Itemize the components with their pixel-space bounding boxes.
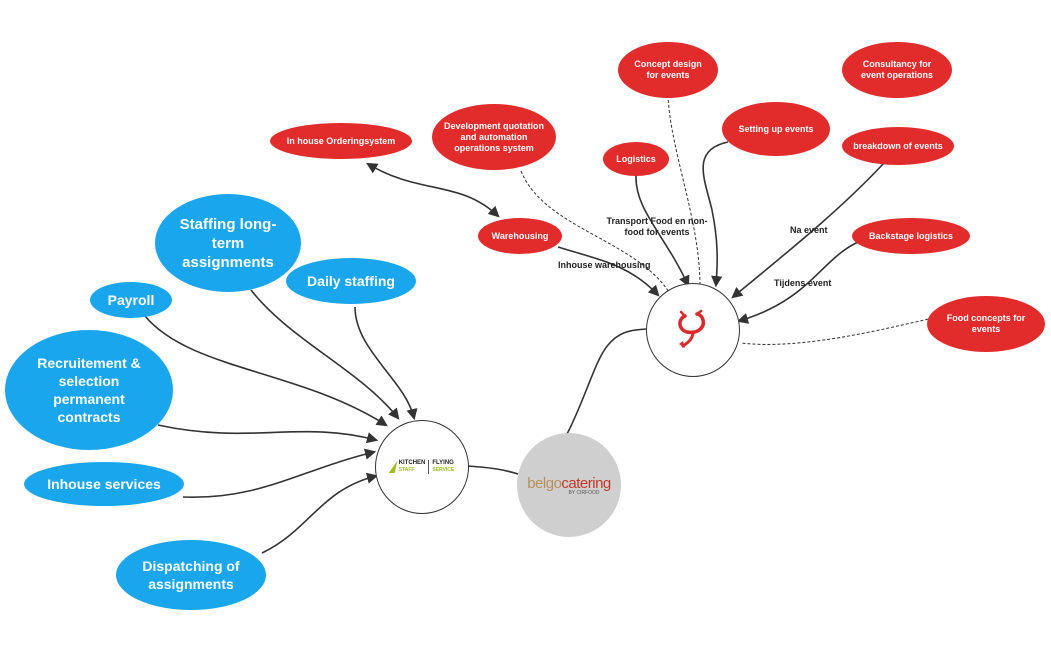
label-na-event: Na event bbox=[790, 225, 828, 235]
logo-word-kitchen: KITCHEN bbox=[398, 460, 426, 466]
node-logistics[interactable]: Logistics bbox=[603, 142, 669, 176]
devil-tail-logo-icon bbox=[678, 309, 706, 348]
edge-payroll bbox=[144, 315, 388, 427]
belgocatering-logo: belgocatering BY CIRFOOD bbox=[527, 475, 611, 496]
node-staffing-long-term[interactable]: Staffing long-term assignments bbox=[155, 194, 301, 292]
logo-tagline: BY CIRFOOD bbox=[568, 489, 600, 496]
node-backstage[interactable]: Backstage logistics bbox=[852, 218, 970, 254]
kitchen-staff-mark-icon bbox=[388, 461, 397, 473]
logo-word-staff: STAFF bbox=[398, 467, 415, 473]
node-concept-design[interactable]: Concept design for events bbox=[618, 42, 718, 98]
edge-breakdown-hub bbox=[731, 162, 885, 299]
node-consultancy[interactable]: Consultancy for event operations bbox=[842, 42, 952, 98]
edge-food-concepts-dashed bbox=[740, 317, 934, 345]
edge-warehousing-ordering bbox=[366, 162, 500, 218]
edge-daily-staffing bbox=[354, 306, 418, 421]
logo-brand-catering: catering bbox=[561, 474, 611, 492]
label-tijdens-event: Tijdens event bbox=[774, 278, 832, 288]
edge-setting-up-hub bbox=[702, 141, 729, 288]
edge-dispatching bbox=[261, 472, 379, 554]
edge-concept-design-dashed bbox=[667, 94, 701, 287]
node-in-house-ordering[interactable]: In house Orderingsystem bbox=[270, 123, 412, 159]
edge-recruitement bbox=[157, 424, 379, 444]
node-setting-up[interactable]: Setting up events bbox=[722, 102, 830, 156]
node-breakdown[interactable]: breakdown of events bbox=[842, 127, 954, 165]
label-transport-food: Transport Food en non-food for events bbox=[606, 216, 708, 237]
edge-development-dashed bbox=[520, 170, 673, 298]
node-warehousing[interactable]: Warehousing bbox=[478, 218, 562, 254]
edge-warehousing-hub bbox=[557, 246, 660, 297]
node-food-concepts[interactable]: Food concepts for events bbox=[927, 296, 1045, 352]
edge-backstage-hub bbox=[736, 241, 859, 324]
logo-separator bbox=[428, 460, 430, 474]
link-belgo-eventhub bbox=[565, 328, 647, 437]
node-inhouse-services[interactable]: Inhouse services bbox=[24, 462, 184, 506]
node-payroll[interactable]: Payroll bbox=[90, 282, 172, 318]
label-inhouse-warehousing: Inhouse warehousing bbox=[558, 260, 651, 270]
node-development-quotation[interactable]: Development quotation and automation ope… bbox=[432, 104, 556, 170]
logo-word-flying: FLYING bbox=[432, 460, 454, 466]
node-daily-staffing[interactable]: Daily staffing bbox=[286, 258, 416, 304]
node-recruitement[interactable]: Recruitement & selection permanent contr… bbox=[5, 330, 173, 450]
logo-brand-belgo: belgo bbox=[527, 474, 562, 492]
node-dispatching[interactable]: Dispatching of assignments bbox=[116, 540, 266, 610]
edge-logistics-hub bbox=[635, 175, 690, 288]
hub-event[interactable] bbox=[646, 283, 740, 377]
link-kitchen-belgo bbox=[467, 465, 519, 475]
logo-word-service: SERVICE bbox=[432, 467, 455, 473]
edge-staffing-long-term bbox=[250, 289, 400, 420]
edge-inhouse-services bbox=[182, 448, 377, 498]
hub-belgocatering[interactable]: belgocatering BY CIRFOOD bbox=[517, 433, 621, 537]
